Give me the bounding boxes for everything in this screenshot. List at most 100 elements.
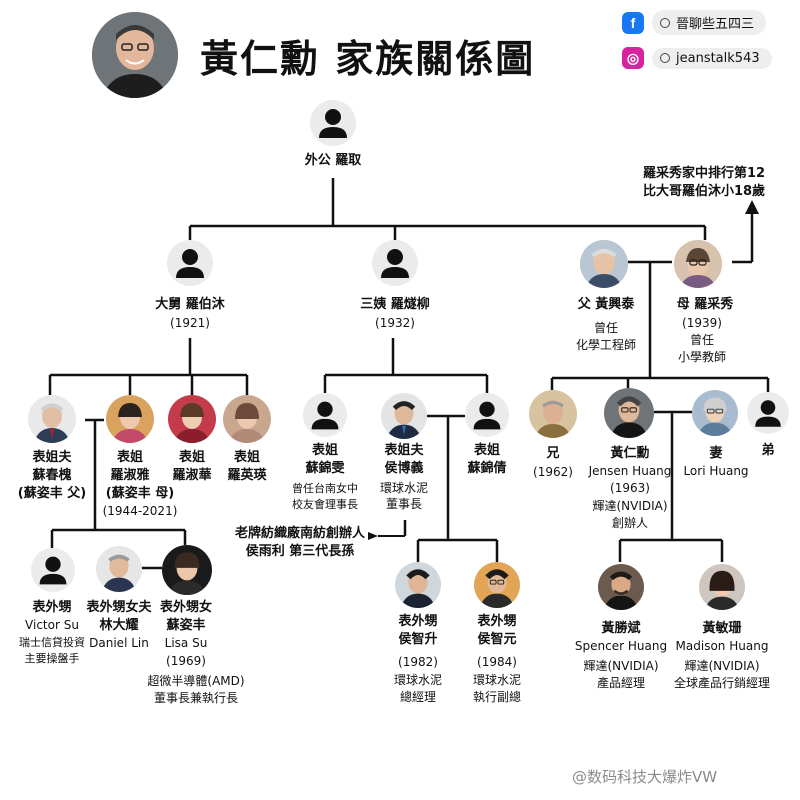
elderly-man-portrait-icon (580, 240, 628, 288)
grandfather-avatar (310, 100, 356, 146)
luo-shuya-name: 羅淑雅 (110, 468, 150, 483)
hou-zhiyuan-year: (1984) (477, 655, 517, 669)
man-portrait-icon (92, 12, 178, 98)
spencer-name-en: Spencer Huang (574, 639, 668, 653)
su-chunhuai-note: (蘇姿丰 父) (17, 486, 87, 501)
mother-role2: 小學教師 (677, 350, 727, 364)
uncle-avatar (167, 240, 213, 286)
younger-brother-avatar (747, 392, 789, 434)
mother-year: (1939) (682, 316, 722, 330)
brother-relation: 兄 (546, 446, 560, 461)
mother-photo (674, 240, 722, 288)
madison-name-en: Madison Huang (675, 639, 769, 653)
aunt-name: 三姨 羅燧柳 (360, 297, 430, 312)
daniel-lin-name-en: Daniel Lin (89, 636, 149, 650)
victor-su-avatar (31, 548, 75, 592)
hou-boyi-relation: 表姐夫 (384, 443, 424, 458)
jensen-role: 創辦人 (611, 516, 649, 530)
hou-family-note-line2: 侯雨利 第三代長孫 (245, 544, 355, 559)
daniel-lin-photo (96, 546, 142, 592)
luo-shuya-relation: 表姐 (116, 450, 144, 465)
facebook-handle: 晉聊些五四三 (676, 17, 755, 32)
luo-yingying-photo (223, 395, 271, 443)
father-role1: 曾任 (593, 321, 619, 335)
lisa-su-relation: 表外甥女 (159, 600, 213, 615)
person-silhouette-icon (319, 109, 347, 138)
watermark: @数码科技大爆炸VW (572, 768, 718, 786)
lisa-su-photo (162, 545, 212, 595)
person-silhouette-icon (176, 249, 204, 278)
luo-yingying-relation: 表姐 (233, 450, 261, 465)
luo-shuhua-relation: 表姐 (178, 450, 206, 465)
search-icon (660, 17, 670, 28)
man-portrait-icon (604, 388, 654, 438)
su-jinwen-relation: 表姐 (311, 443, 339, 458)
person-silhouette-icon (755, 400, 781, 427)
hou-zhiyuan-name: 侯智元 (477, 632, 517, 647)
hou-zhiyuan-company: 環球水泥 (472, 673, 522, 687)
lisa-su-name-zh: 蘇姿丰 (166, 618, 206, 633)
instagram-handle: jeanstalk543 (676, 50, 760, 66)
hou-zhisheng-company: 環球水泥 (393, 673, 443, 687)
aunt-year: (1932) (375, 316, 415, 330)
su-jinwen-role2: 校友會理事長 (292, 498, 358, 511)
victor-su-relation: 表外甥 (32, 600, 72, 615)
su-jinqian-relation: 表姐 (473, 443, 501, 458)
lisa-su-role: 董事長兼執行長 (153, 691, 239, 705)
hou-zhiyuan-photo (474, 562, 520, 608)
hou-boyi-role1: 環球水泥 (379, 481, 429, 495)
su-chunhuai-photo (28, 395, 76, 443)
man-portrait-icon (474, 562, 520, 608)
woman-portrait-icon (692, 390, 738, 436)
instagram-pill: jeanstalk543 (652, 47, 772, 69)
instagram-link[interactable]: ◎ jeanstalk543 (622, 47, 772, 69)
spencer-name-zh: 黃勝斌 (601, 621, 641, 636)
mother-note-line1: 羅采秀家中排行第12 (642, 166, 766, 181)
wife-name: Lori Huang (683, 464, 749, 478)
victor-su-role1: 瑞士信貸投資 (19, 636, 85, 649)
hou-zhisheng-relation: 表外甥 (398, 614, 438, 629)
wife-relation: 妻 (709, 446, 723, 461)
madison-name-zh: 黃敏珊 (702, 621, 742, 636)
jensen-name-en: Jensen Huang (588, 464, 672, 478)
luo-shuya-years: (1944-2021) (102, 504, 178, 518)
man-portrait-icon (381, 393, 427, 439)
uncle-name: 大舅 羅伯沐 (155, 297, 225, 312)
su-jinqian-avatar (465, 393, 509, 437)
hou-family-note-line1: 老牌紡織廠南紡創辦人 (234, 526, 366, 541)
jensen-company: 輝達(NVIDIA) (592, 499, 668, 513)
lisa-su-year: (1969) (166, 654, 206, 668)
hou-zhisheng-name: 侯智升 (398, 632, 438, 647)
person-silhouette-icon (311, 401, 339, 430)
jensen-name-zh: 黃仁勳 (610, 446, 650, 461)
su-jinwen-name: 蘇錦雯 (305, 461, 345, 476)
man-portrait-icon (529, 390, 577, 438)
victor-su-role2: 主要操盤手 (24, 652, 80, 665)
facebook-link[interactable]: f 晉聊些五四三 (622, 10, 767, 35)
su-jinwen-role1: 曾任台南女中 (292, 482, 358, 495)
luo-shuya-note: (蘇姿丰 母) (105, 486, 175, 501)
person-silhouette-icon (473, 401, 501, 430)
daniel-lin-name-zh: 林大耀 (99, 618, 139, 633)
luo-shuhua-photo (168, 395, 216, 443)
jensen-photo (604, 388, 654, 438)
jensen-year: (1963) (610, 481, 650, 495)
father-name: 父 黃興泰 (577, 297, 635, 312)
instagram-icon: ◎ (622, 47, 644, 69)
man-portrait-icon (598, 564, 644, 610)
mother-role1: 曾任 (689, 333, 715, 347)
grandfather-name: 外公 羅取 (304, 153, 362, 168)
hou-boyi-role2: 董事長 (385, 497, 423, 511)
page-title: 黃仁勳 家族關係圖 (200, 37, 536, 81)
aunt-avatar (372, 240, 418, 286)
brother-year: (1962) (533, 465, 573, 479)
hou-zhiyuan-relation: 表外甥 (477, 614, 517, 629)
luo-yingying-name: 羅英瑛 (227, 468, 267, 483)
hou-boyi-name: 侯博義 (384, 461, 424, 476)
madison-photo (699, 564, 745, 610)
hou-zhisheng-photo (395, 562, 441, 608)
lisa-su-company: 超微半導體(AMD) (147, 674, 245, 688)
search-icon (660, 53, 670, 63)
hou-zhisheng-year: (1982) (398, 655, 438, 669)
